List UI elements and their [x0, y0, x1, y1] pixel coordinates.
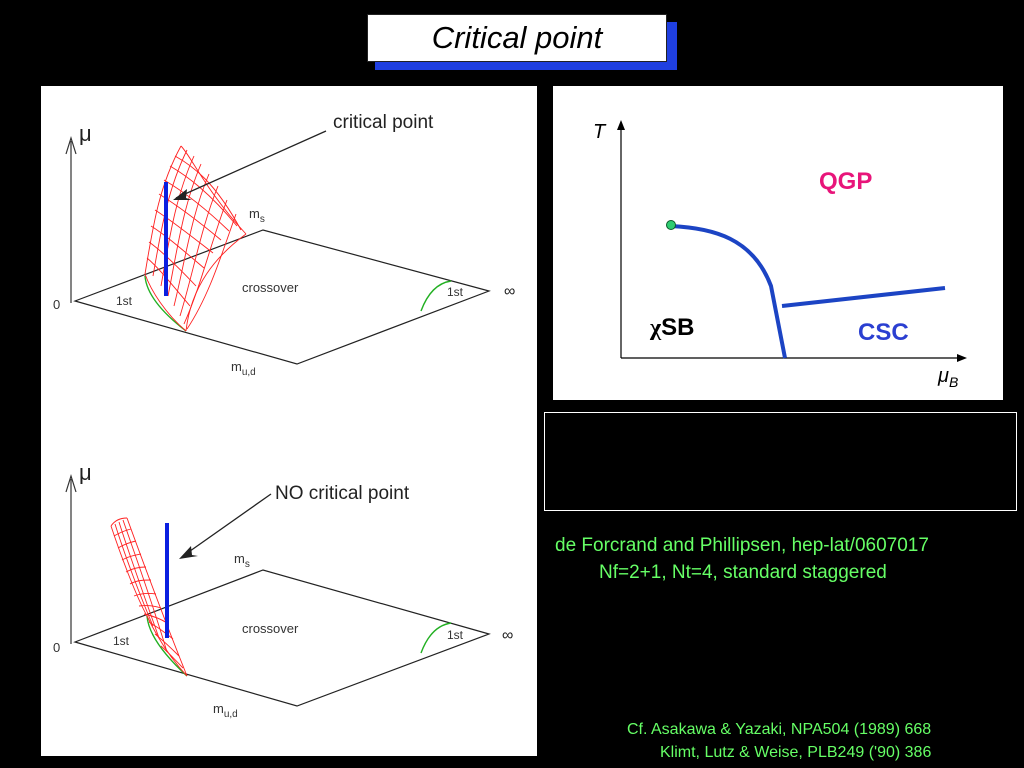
top-infinity-label: ∞ — [504, 283, 515, 300]
phase-diagram-svg: T μB QGP χSB CSC — [593, 120, 967, 390]
mu-b-axis-label: μB — [937, 365, 958, 390]
chisb-region-label: χSB — [649, 314, 694, 341]
bottom-mu-label: μ — [79, 460, 92, 485]
reference-line-1: Cf. Asakawa & Yazaki, NPA504 (1989) 668 — [627, 721, 932, 738]
bottom-mu-axis-arrowhead — [65, 473, 77, 493]
top-mu-label: μ — [79, 121, 92, 146]
bottom-first-right-label: 1st — [447, 628, 464, 642]
title-box: Critical point — [367, 14, 667, 62]
bottom-critical-surface — [110, 517, 188, 677]
csc-boundary-line — [781, 286, 946, 308]
bottom-diagram: μ 0 ms mu,d crossover 1st 1st ∞ — [53, 460, 513, 720]
reference-line-2: Klimt, Lutz & Weise, PLB249 ('90) 386 — [660, 744, 932, 761]
top-ms-label: ms — [249, 206, 265, 225]
bottom-arrow — [182, 493, 272, 557]
bottom-mass-plane — [73, 569, 491, 707]
bottom-zero-label: 0 — [53, 640, 60, 655]
slide-title: Critical point — [431, 20, 603, 55]
top-arrow-label: critical point — [333, 112, 434, 133]
columbia-plots-panel: μ 0 ms mu,d crossover 1st 1st ∞ — [41, 86, 537, 756]
top-mass-plane — [73, 229, 491, 365]
top-arrow-head — [173, 189, 192, 200]
critical-point-marker — [666, 220, 676, 230]
bottom-first-left-label: 1st — [113, 634, 130, 648]
top-mu-axis-arrowhead — [65, 135, 77, 155]
csc-region-label: CSC — [858, 319, 909, 346]
top-first-order-line-right — [420, 280, 452, 312]
top-first-right-label: 1st — [447, 285, 464, 299]
citation-line-1: de Forcrand and Phillipsen, hep-lat/0607… — [555, 535, 929, 556]
bottom-arrow-label: NO critical point — [275, 483, 410, 504]
bottom-first-order-line-right — [420, 622, 452, 654]
phase-diagram-panel: T μB QGP χSB CSC — [553, 86, 1003, 400]
top-mud-label: mu,d — [231, 359, 256, 378]
columbia-plots-svg: μ 0 ms mu,d crossover 1st 1st ∞ — [53, 112, 515, 720]
bottom-mud-label: mu,d — [213, 701, 238, 720]
top-zero-label: 0 — [53, 297, 60, 312]
top-first-order-line-left — [144, 275, 187, 332]
citation-line-2: Nf=2+1, Nt=4, standard staggered — [599, 562, 887, 583]
bottom-arrow-head — [179, 546, 198, 559]
mu-b-axis-arrowhead — [957, 354, 967, 362]
bottom-crossover-label: crossover — [242, 621, 299, 636]
bottom-first-order-line-left — [146, 615, 188, 677]
top-first-left-label: 1st — [116, 294, 133, 308]
top-arrow — [175, 130, 327, 199]
top-diagram: μ 0 ms mu,d crossover 1st 1st ∞ — [53, 112, 515, 378]
temperature-axis-arrowhead — [617, 120, 625, 130]
bottom-ms-label: ms — [234, 551, 250, 570]
phase-boundary-line — [670, 224, 787, 359]
formula-box — [544, 412, 1017, 511]
bottom-infinity-label: ∞ — [502, 627, 513, 644]
top-crossover-label: crossover — [242, 280, 299, 295]
qgp-region-label: QGP — [819, 168, 872, 195]
temperature-axis-label: T — [593, 121, 607, 143]
